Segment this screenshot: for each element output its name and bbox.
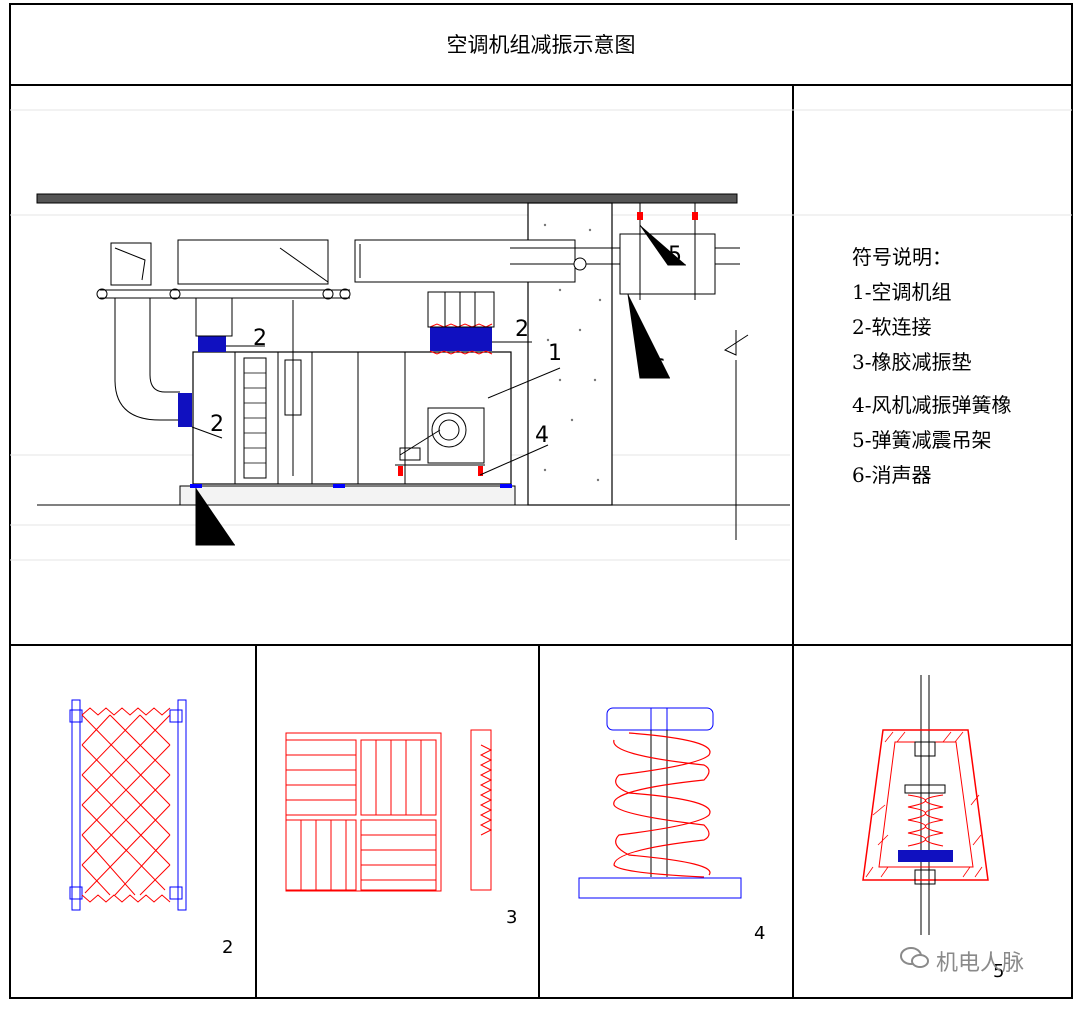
label-3: 3 (210, 523, 224, 548)
section-divider (9, 644, 1073, 646)
legend-item-1: 1-空调机组 (852, 280, 952, 304)
label-1: 1 (548, 341, 562, 366)
label-2a: 2 (253, 326, 267, 351)
elbow-duct (114, 298, 180, 421)
label-5: 5 (668, 243, 682, 268)
label-2c: 2 (210, 412, 224, 437)
return-air-box (110, 242, 152, 286)
ceiling-slab (36, 193, 738, 204)
detail-label-2: 2 (222, 937, 233, 958)
legend-item-3: 3-橡胶减振垫 (852, 350, 972, 374)
legend-divider (792, 84, 794, 999)
watermark-text: 机电人脉 (936, 951, 1025, 976)
supply-duct-2 (354, 239, 576, 283)
drawing-title: 空调机组减振示意图 (446, 33, 636, 57)
fan-housing (427, 407, 485, 464)
legend-item-4: 4-风机减振弹簧橡 (852, 393, 1012, 417)
base-pad (179, 485, 516, 506)
flex-connection-1 (198, 336, 226, 352)
label-2b: 2 (515, 317, 529, 342)
label-6: 6 (652, 356, 666, 381)
detail-spring-hanger: 5 (862, 675, 1004, 982)
drawing-frame (9, 3, 1073, 999)
legend-item-5: 5-弹簧减震吊架 (852, 428, 992, 452)
detail-divider-1 (255, 644, 257, 999)
detail-spring-isolator: 4 (578, 707, 765, 944)
legend-item-2: 2-软连接 (852, 315, 932, 339)
detail-label-3: 3 (506, 907, 517, 928)
detail-label-5: 5 (993, 961, 1004, 982)
legend-heading: 符号说明： (852, 245, 952, 269)
wechat-icon (900, 946, 930, 976)
ahu-body (192, 351, 512, 485)
legend-item-6: 6-消声器 (852, 463, 932, 487)
supply-duct-1 (177, 239, 329, 285)
legend: 符号说明： 1-空调机组 2-软连接 3-橡胶减振垫 4-风机减振弹簧橡 5-弹… (852, 240, 1011, 493)
detail-divider-2 (538, 644, 540, 999)
detail-label-4: 4 (754, 923, 765, 944)
main-diagram: 2 2 2 3 4 1 5 6 (10, 109, 1072, 561)
watermark: 机电人脉 (900, 945, 1024, 977)
detail-flex-connection: 2 (69, 699, 233, 958)
detail-rubber-pad: 3 (285, 729, 517, 928)
label-4: 4 (535, 423, 549, 448)
title-divider (9, 84, 1073, 86)
